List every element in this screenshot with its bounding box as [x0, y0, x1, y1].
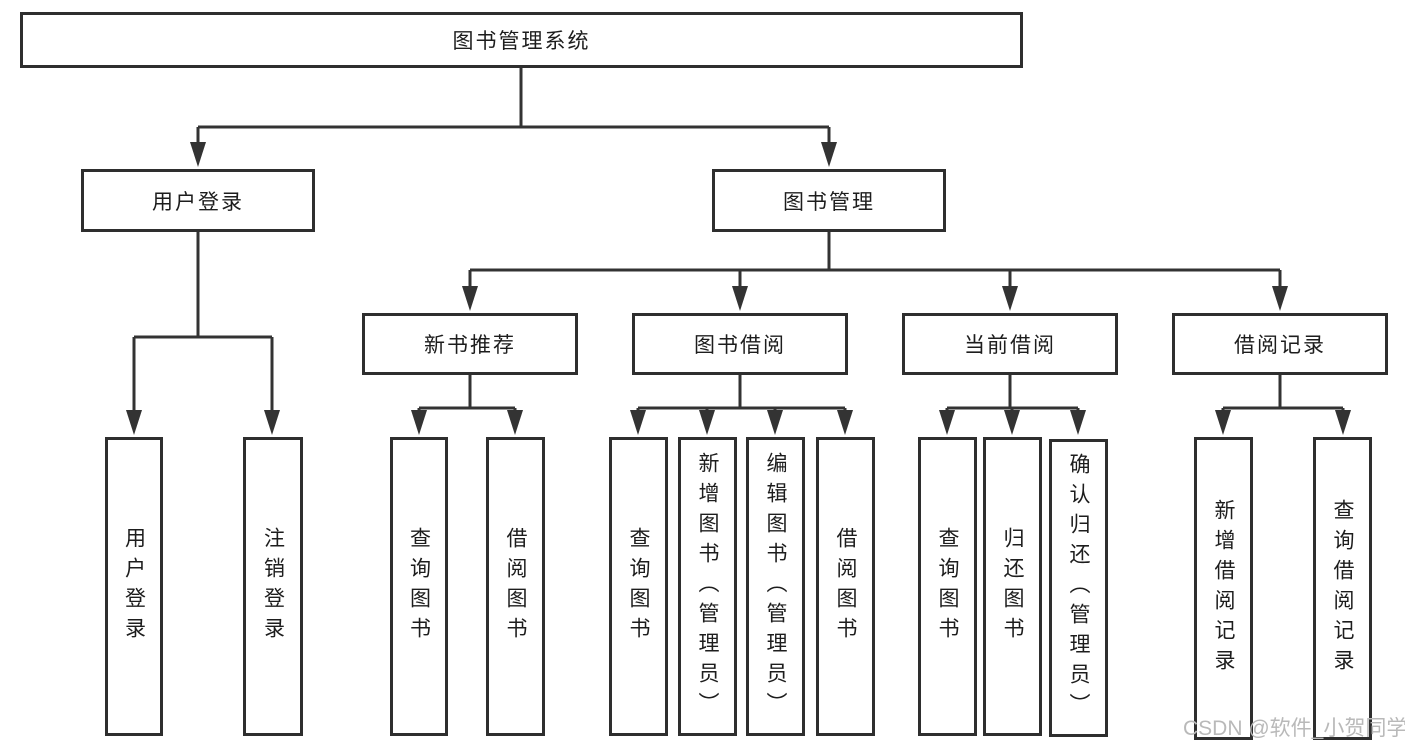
node-label: 新增借阅记录: [1212, 498, 1235, 679]
arrow-down-icon: [1004, 410, 1020, 435]
node-label: 确认归还（管理员）: [1067, 453, 1090, 723]
node-label: 新书推荐: [424, 334, 516, 357]
node-leaf-query-books-current: 查询图书: [918, 437, 977, 736]
arrow-down-icon: [939, 410, 955, 435]
arrowheads: [126, 142, 1351, 435]
node-borrowing-records: 借阅记录: [1172, 313, 1388, 375]
arrow-down-icon: [699, 410, 715, 435]
node-leaf-edit-books-admin: 编辑图书（管理员）: [746, 437, 805, 736]
node-leaf-query-borrow-record: 查询借阅记录: [1313, 437, 1372, 740]
node-label: 新增图书（管理员）: [696, 451, 719, 722]
node-leaf-logout: 注销登录: [243, 437, 303, 736]
node-leaf-borrow-books: 借阅图书: [816, 437, 875, 736]
node-label: 查询图书: [936, 526, 959, 647]
arrow-down-icon: [507, 410, 523, 435]
arrow-down-icon: [767, 410, 783, 435]
node-label: 注销登录: [261, 526, 285, 647]
node-label: 图书管理: [783, 190, 875, 214]
arrow-down-icon: [1215, 410, 1231, 435]
node-label: 图书管理系统: [452, 30, 591, 53]
node-current-borrowing: 当前借阅: [902, 313, 1118, 375]
node-label: 查询图书: [627, 526, 650, 647]
csdn-watermark: CSDN @软件_小贺同学: [1183, 717, 1405, 740]
node-label: 借阅记录: [1234, 334, 1326, 357]
node-leaf-return-books: 归还图书: [983, 437, 1042, 736]
node-new-book-recommendation: 新书推荐: [362, 313, 578, 375]
node-book-management: 图书管理: [712, 169, 946, 232]
node-book-borrowing: 图书借阅: [632, 313, 848, 375]
arrow-down-icon: [411, 410, 427, 435]
node-leaf-query-books-recommend: 查询图书: [390, 437, 448, 736]
arrow-down-icon: [126, 410, 142, 435]
node-leaf-confirm-return-admin: 确认归还（管理员）: [1049, 439, 1108, 737]
arrow-down-icon: [1070, 410, 1086, 435]
arrow-down-icon: [732, 286, 748, 311]
arrow-down-icon: [264, 410, 280, 435]
node-leaf-borrow-books-recommend: 借阅图书: [486, 437, 545, 736]
arrow-down-icon: [1335, 410, 1351, 435]
node-leaf-add-borrow-record: 新增借阅记录: [1194, 437, 1253, 740]
arrow-down-icon: [837, 410, 853, 435]
node-label: 归还图书: [1001, 526, 1024, 647]
arrow-down-icon: [630, 410, 646, 435]
arrow-down-icon: [190, 142, 206, 167]
arrow-down-icon: [1272, 286, 1288, 311]
node-label: 编辑图书（管理员）: [764, 451, 787, 722]
arrow-down-icon: [462, 286, 478, 311]
node-leaf-query-books-borrowing: 查询图书: [609, 437, 668, 736]
node-label: 图书借阅: [694, 334, 786, 357]
node-label: 用户登录: [122, 526, 146, 647]
node-leaf-add-books-admin: 新增图书（管理员）: [678, 437, 737, 736]
node-user-login: 用户登录: [81, 169, 315, 232]
node-label: 借阅图书: [834, 526, 857, 647]
node-label: 查询图书: [407, 526, 431, 647]
node-label: 当前借阅: [964, 334, 1056, 357]
node-label: 查询借阅记录: [1331, 498, 1354, 679]
node-leaf-user-login: 用户登录: [105, 437, 163, 736]
node-label: 借阅图书: [504, 526, 527, 647]
arrow-down-icon: [821, 142, 837, 167]
node-library-management-system: 图书管理系统: [20, 12, 1023, 68]
node-label: 用户登录: [152, 190, 244, 214]
arrow-down-icon: [1002, 286, 1018, 311]
